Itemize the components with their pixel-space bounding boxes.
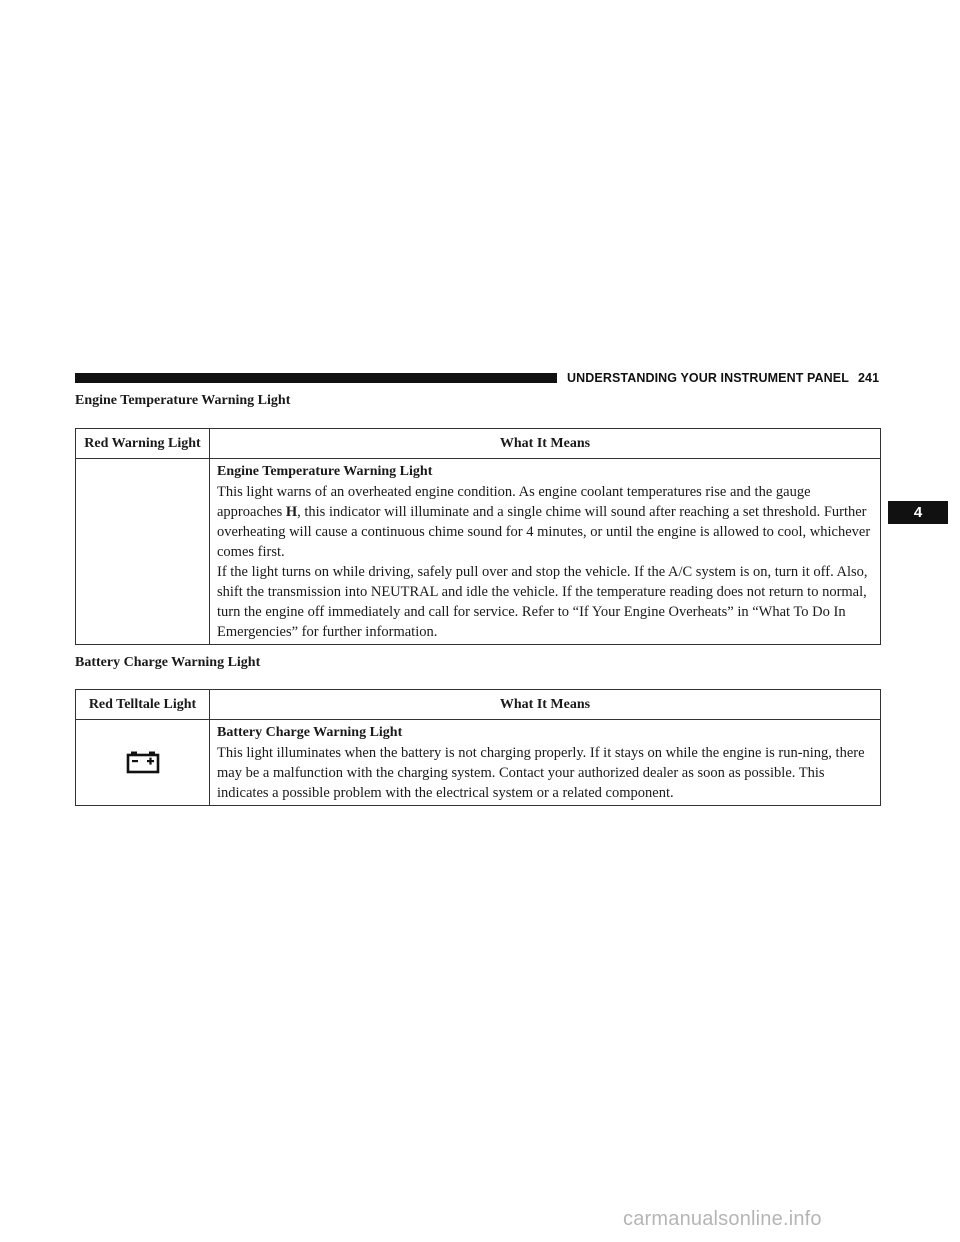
running-header: UNDERSTANDING YOUR INSTRUMENT PANEL 241 xyxy=(567,371,879,385)
table-row: Engine Temperature Warning Light This li… xyxy=(75,458,881,645)
description-cell: Engine Temperature Warning Light This li… xyxy=(209,458,881,645)
col-header-light: Red Telltale Light xyxy=(75,689,210,720)
description-paragraph: If the light turns on while driving, saf… xyxy=(217,564,868,640)
watermark: carmanualsonline.info xyxy=(623,1208,822,1230)
header-title: UNDERSTANDING YOUR INSTRUMENT PANEL xyxy=(567,371,849,385)
table-row: Battery Charge Warning Light This light … xyxy=(75,719,881,806)
engine-temp-table: Red Warning Light What It Means Engine T… xyxy=(75,428,881,645)
description-paragraph: This light illuminates when the battery … xyxy=(217,745,865,801)
description-paragraph: This light warns of an overheated engine… xyxy=(217,482,874,562)
description-title: Engine Temperature Warning Light xyxy=(217,464,433,479)
page-number: 241 xyxy=(857,371,880,385)
col-header-light: Red Warning Light xyxy=(75,428,210,459)
chapter-tab: 4 xyxy=(888,501,948,524)
para-text: , this indicator will illuminate and a s… xyxy=(217,504,871,560)
description-cell: Battery Charge Warning Light This light … xyxy=(209,719,881,806)
header-rule xyxy=(75,373,557,383)
col-header-meaning: What It Means xyxy=(209,689,881,720)
table-header-row: Red Telltale Light What It Means xyxy=(75,689,881,720)
para-text: This light warns of an overheated engine… xyxy=(217,484,811,520)
table-header-row: Red Warning Light What It Means xyxy=(75,428,881,459)
col-header-meaning: What It Means xyxy=(209,428,881,459)
icon-cell-empty xyxy=(75,458,210,645)
battery-table: Red Telltale Light What It Means Battery… xyxy=(75,689,881,806)
icon-cell xyxy=(75,719,210,806)
gauge-letter: H xyxy=(285,504,298,520)
battery-icon xyxy=(126,750,160,780)
description-title: Battery Charge Warning Light xyxy=(217,725,403,740)
section-heading-engine-temp: Engine Temperature Warning Light xyxy=(75,393,291,408)
section-heading-battery: Battery Charge Warning Light xyxy=(75,655,261,670)
